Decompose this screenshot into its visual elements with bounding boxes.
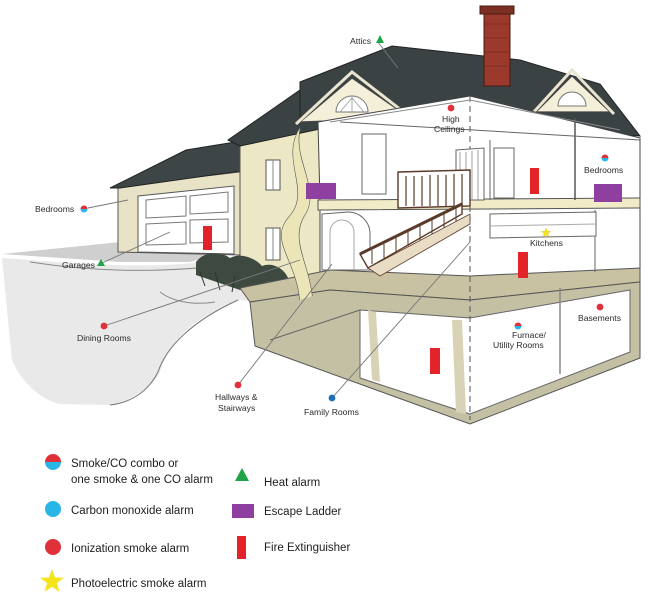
combo-alarm-bedrooms-left bbox=[80, 205, 88, 213]
legend-ladder-label: Escape Ladder bbox=[264, 506, 342, 518]
legend-ladder-icon bbox=[232, 504, 254, 518]
label-kitchens: Kitchens bbox=[530, 238, 563, 248]
label-furnace-2: Utility Rooms bbox=[493, 340, 544, 350]
fire-extinguisher-marker bbox=[530, 168, 539, 194]
photoelectric-alarm-kitchens bbox=[540, 227, 552, 238]
ionization-alarm-high-ceilings bbox=[447, 104, 455, 112]
label-attics: Attics bbox=[350, 36, 371, 46]
fire-extinguisher-marker bbox=[203, 226, 212, 250]
ionization-alarm-dining bbox=[100, 322, 108, 330]
label-family-rooms: Family Rooms bbox=[304, 407, 359, 417]
label-high-ceilings: High bbox=[442, 114, 460, 124]
legend-extinguisher-label: Fire Extinguisher bbox=[264, 542, 350, 554]
legend-heat-label: Heat alarm bbox=[264, 477, 320, 489]
legend-ionization-icon bbox=[45, 539, 61, 555]
legend-photoelectric-icon bbox=[40, 569, 64, 592]
combo-alarm-furnace bbox=[514, 322, 522, 330]
legend-co-label: Carbon monoxide alarm bbox=[71, 505, 194, 517]
legend-combo-label: Smoke/CO combo or bbox=[71, 458, 179, 470]
legend-co-icon bbox=[45, 501, 61, 517]
ionization-alarm-hallways bbox=[234, 381, 242, 389]
leader-lines bbox=[87, 40, 471, 399]
label-high-ceilings-2: Ceilings bbox=[434, 124, 465, 134]
garage bbox=[109, 139, 249, 256]
legend-heat-icon bbox=[235, 468, 249, 481]
legend-combo-label-2: one smoke & one CO alarm bbox=[71, 474, 213, 486]
heat-alarm-attics bbox=[376, 35, 384, 43]
legend-combo-icon bbox=[45, 454, 61, 470]
label-furnace: Furnace/ bbox=[512, 330, 547, 340]
staircase bbox=[359, 169, 471, 277]
escape-ladder-marker bbox=[306, 183, 336, 199]
escape-ladder-marker bbox=[594, 184, 622, 202]
legend-extinguisher-icon bbox=[237, 536, 246, 559]
fire-extinguisher-marker bbox=[518, 252, 528, 278]
label-basements: Basements bbox=[578, 313, 621, 323]
combo-alarm-bedrooms-right bbox=[601, 154, 609, 162]
fire-extinguisher-marker bbox=[430, 348, 440, 374]
label-dining-rooms: Dining Rooms bbox=[77, 333, 131, 343]
legend: Smoke/CO combo or one smoke & one CO ala… bbox=[40, 454, 350, 592]
label-bedrooms-right: Bedrooms bbox=[584, 165, 623, 175]
heat-alarm-garages bbox=[97, 259, 105, 266]
label-garages: Garages bbox=[62, 260, 95, 270]
alarm-markers bbox=[80, 35, 609, 402]
co-alarm-family bbox=[328, 394, 336, 402]
room-labels: Attics High Ceilings Bedrooms Bedrooms G… bbox=[35, 36, 623, 417]
label-hallways: Hallways & bbox=[215, 392, 258, 402]
legend-ionization-label: Ionization smoke alarm bbox=[71, 543, 189, 555]
legend-photoelectric-label: Photoelectric smoke alarm bbox=[71, 578, 207, 590]
label-hallways-2: Stairways bbox=[218, 403, 255, 413]
ionization-alarm-basements bbox=[596, 303, 604, 311]
label-bedrooms-left: Bedrooms bbox=[35, 204, 74, 214]
